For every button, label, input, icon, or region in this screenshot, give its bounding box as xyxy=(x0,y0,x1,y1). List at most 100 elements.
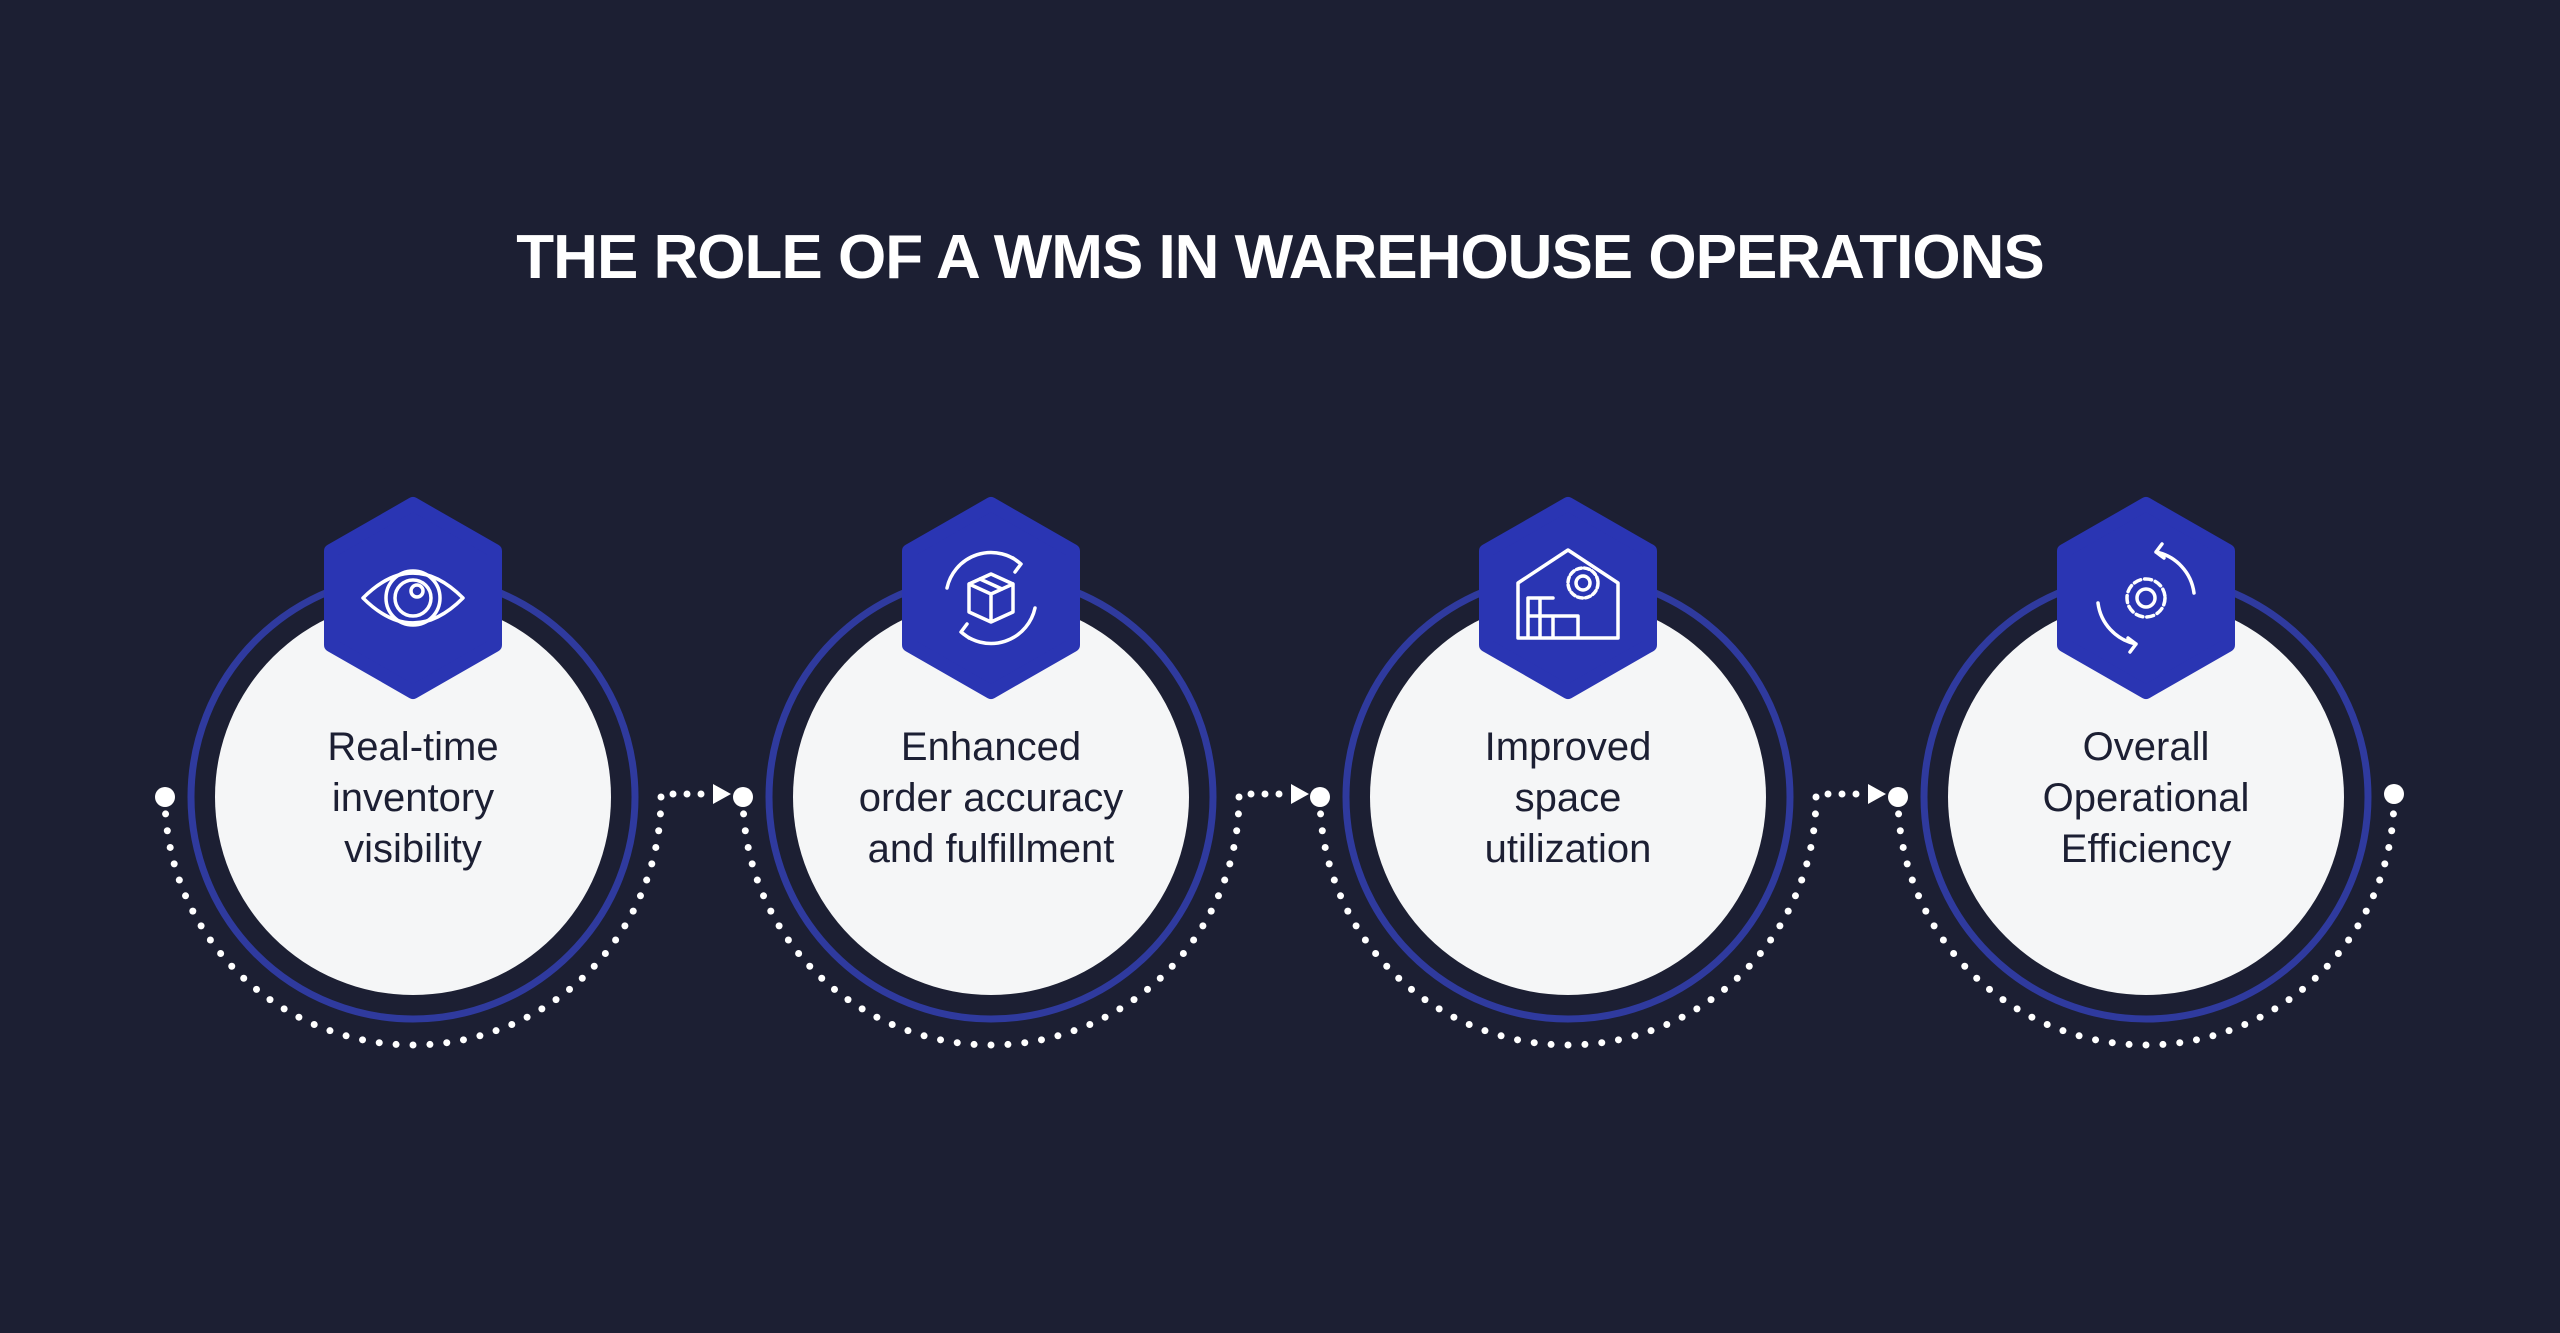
gear-cycle-icon xyxy=(2096,542,2196,654)
arc-dot xyxy=(1234,810,1242,818)
arc-dot xyxy=(2028,1013,2036,1021)
arc-dot xyxy=(1950,950,1958,958)
arc-dot xyxy=(392,1040,400,1048)
arc-dot xyxy=(2385,843,2393,851)
arc-dot xyxy=(1647,1027,1655,1035)
arc-dot xyxy=(2013,1005,2021,1013)
arc-dot xyxy=(2299,985,2307,993)
arc-dot xyxy=(1915,892,1923,900)
arc-dot xyxy=(1614,1036,1622,1044)
arc-dot xyxy=(636,892,644,900)
arc-dot xyxy=(806,962,814,970)
connector-dot xyxy=(1852,790,1860,798)
arc-dot xyxy=(775,922,783,930)
arc-dot xyxy=(1361,936,1369,944)
arc-dot xyxy=(2271,1005,2279,1013)
label-line: utilization xyxy=(1484,827,1652,871)
arc-dot xyxy=(1767,936,1775,944)
arc-dot xyxy=(1810,827,1818,835)
arc-dot xyxy=(1930,922,1938,930)
arc-dot xyxy=(1721,985,1729,993)
arc-dot xyxy=(2225,1027,2233,1035)
arc-dot xyxy=(426,1040,434,1048)
step-circle xyxy=(215,599,611,995)
arc-dot xyxy=(2125,1040,2133,1048)
arc-dot xyxy=(744,843,752,851)
arc-dot xyxy=(1116,1005,1124,1013)
arc-dot xyxy=(2376,876,2384,884)
arc-dot xyxy=(508,1020,516,1028)
arc-dot xyxy=(2334,950,2342,958)
arc-dot xyxy=(1199,922,1207,930)
arc-dot xyxy=(1896,827,1904,835)
arc-dot xyxy=(326,1027,334,1035)
arc-dot xyxy=(1903,860,1911,868)
arc-dot xyxy=(1514,1036,1522,1044)
arc-dot xyxy=(2388,827,2396,835)
step-circle xyxy=(1948,599,2344,995)
arc-dot xyxy=(748,860,756,868)
connector-dot xyxy=(1261,790,1269,798)
arc-dot xyxy=(552,996,560,1004)
arc-dot xyxy=(1530,1039,1538,1047)
arc-dot xyxy=(1344,907,1352,915)
arc-dot xyxy=(1054,1032,1062,1040)
arc-dot xyxy=(1330,876,1338,884)
start-dot xyxy=(1310,787,1330,807)
arc-dot xyxy=(741,827,749,835)
arc-dot xyxy=(1235,793,1243,801)
arc-dot xyxy=(1908,876,1916,884)
arc-dot xyxy=(1598,1039,1606,1047)
arc-dot xyxy=(858,1005,866,1013)
arc-dot xyxy=(2256,1013,2264,1021)
arc-dot xyxy=(767,907,775,915)
arc-dot xyxy=(310,1020,318,1028)
arc-dot xyxy=(1776,922,1784,930)
hexagon-badge xyxy=(2057,497,2235,699)
label-line: Improved xyxy=(1484,725,1652,769)
arc-dot xyxy=(1221,876,1229,884)
arc-dot xyxy=(197,922,205,930)
arc-dot xyxy=(1812,793,1820,801)
end-dot xyxy=(2384,784,2404,804)
arc-dot xyxy=(2362,907,2370,915)
arc-dot xyxy=(1497,1032,1505,1040)
arc-dot xyxy=(1230,843,1238,851)
arc-dot xyxy=(2092,1036,2100,1044)
arc-dot xyxy=(873,1013,881,1021)
arc-dot xyxy=(1791,892,1799,900)
arc-dot xyxy=(740,810,748,818)
arc-dot xyxy=(1939,936,1947,944)
step-4 xyxy=(1888,497,2404,1049)
label-line: Operational xyxy=(2042,776,2250,820)
arc-dot xyxy=(1961,962,1969,970)
arc-dot xyxy=(2075,1032,2083,1040)
arc-dot xyxy=(937,1036,945,1044)
arc-dot xyxy=(228,962,236,970)
arc-dot xyxy=(655,827,663,835)
label-line: Overall xyxy=(2082,725,2210,769)
arc-dot xyxy=(888,1020,896,1028)
arc-dot xyxy=(1318,827,1326,835)
arc-dot xyxy=(566,985,574,993)
label-line: Efficiency xyxy=(2060,827,2232,871)
arc-dot xyxy=(1784,907,1792,915)
arc-dot xyxy=(1070,1027,1078,1035)
arc-dot xyxy=(1581,1040,1589,1048)
arc-dot xyxy=(217,950,225,958)
arc-dot xyxy=(182,892,190,900)
arc-dot xyxy=(1756,950,1764,958)
arc-dot xyxy=(1352,922,1360,930)
arc-dot xyxy=(1465,1020,1473,1028)
arc-dot xyxy=(1421,996,1429,1004)
arc-dot xyxy=(1321,843,1329,851)
label-line: Enhanced xyxy=(900,725,1082,769)
arc-dot xyxy=(578,974,586,982)
arc-dot xyxy=(1707,996,1715,1004)
arc-dot xyxy=(1481,1027,1489,1035)
arc-dot xyxy=(1156,974,1164,982)
arc-dot xyxy=(1899,843,1907,851)
arc-dot xyxy=(643,876,651,884)
arc-dot xyxy=(443,1039,451,1047)
arc-dot xyxy=(492,1027,500,1035)
